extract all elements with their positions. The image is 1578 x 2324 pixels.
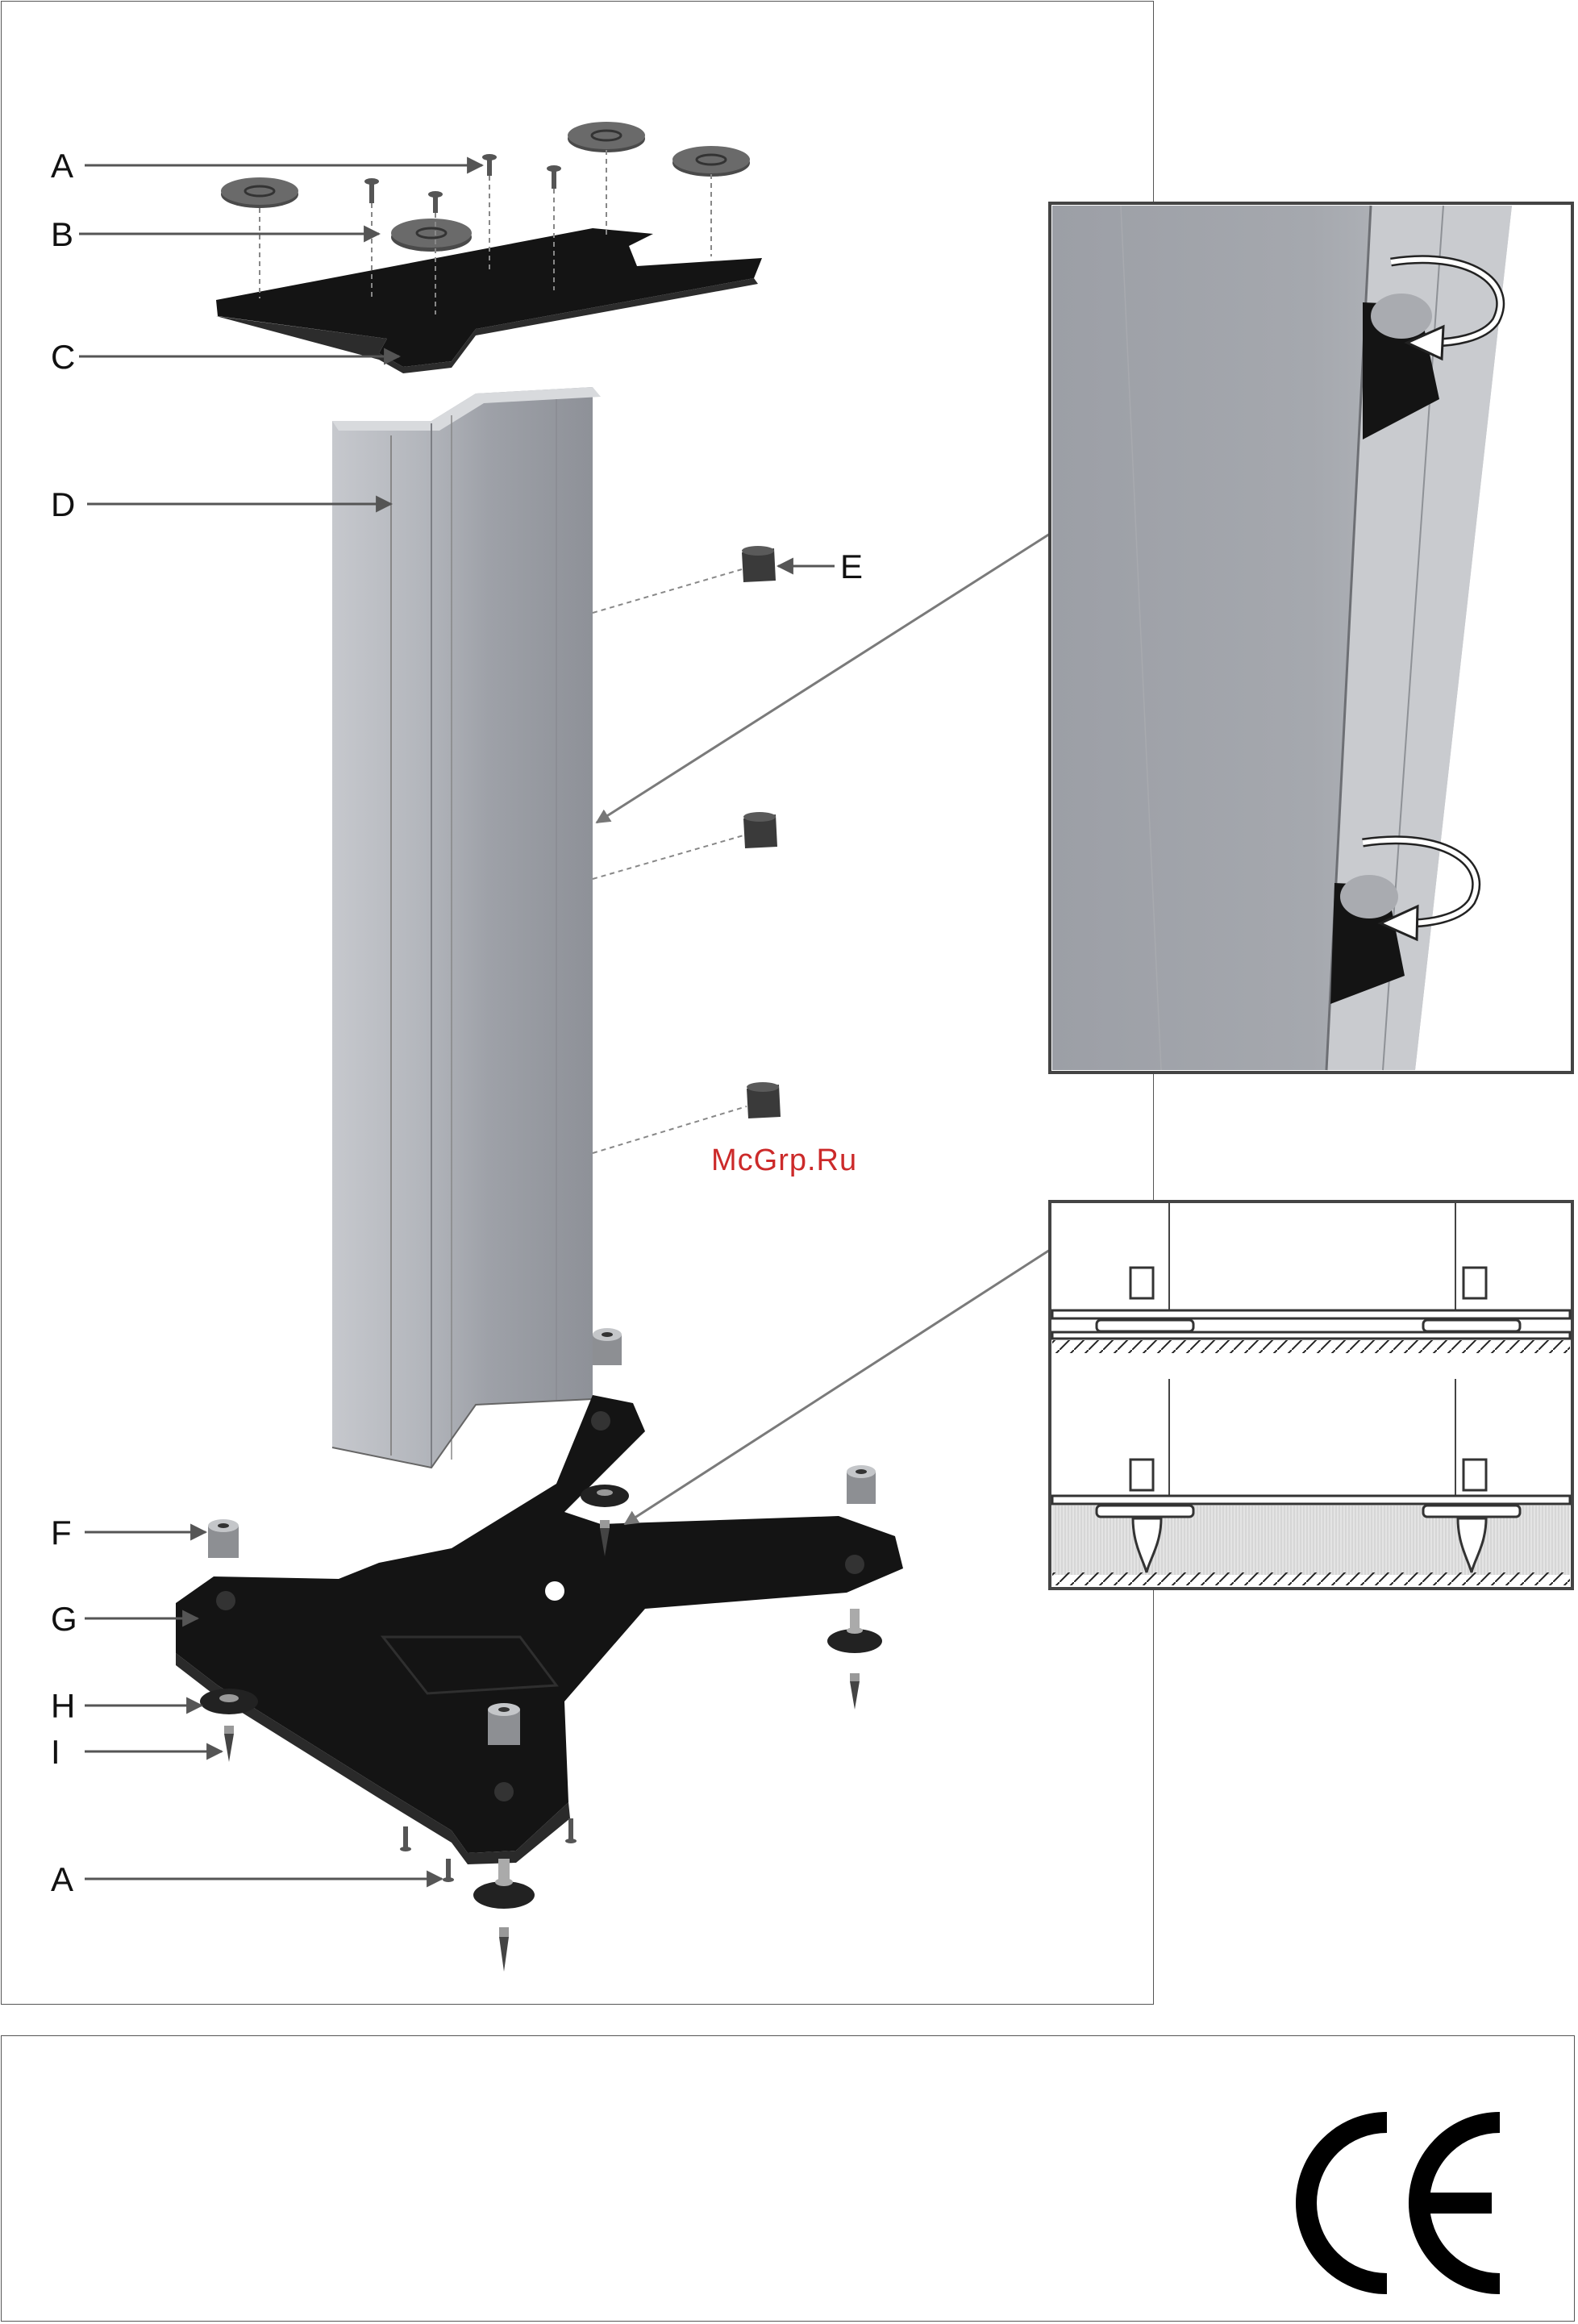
part-label-h: H xyxy=(51,1689,75,1723)
column-profile xyxy=(332,387,601,1468)
ce-mark-logo xyxy=(1306,2122,1500,2284)
column-clips xyxy=(742,546,781,1118)
part-label-i: I xyxy=(51,1735,60,1769)
zoom-callout-clips xyxy=(1050,203,1572,1072)
top-discs xyxy=(221,122,750,252)
part-label-e: E xyxy=(840,550,863,584)
part-label-b: B xyxy=(51,218,73,252)
base-plate xyxy=(176,1395,903,1864)
part-label-c: C xyxy=(51,340,75,374)
part-label-a-bottom: A xyxy=(51,1863,73,1897)
watermark-text: McGrp.Ru xyxy=(711,1143,857,1178)
zoom-callout-feet xyxy=(1050,1202,1572,1589)
top-screws xyxy=(364,154,561,213)
callout-connectors xyxy=(597,534,1050,1524)
part-label-a-top: A xyxy=(51,149,73,183)
part-label-f: F xyxy=(51,1516,72,1550)
part-label-d: D xyxy=(51,488,75,522)
part-label-g: G xyxy=(51,1602,77,1636)
clip-alignment-lines xyxy=(593,569,747,1153)
